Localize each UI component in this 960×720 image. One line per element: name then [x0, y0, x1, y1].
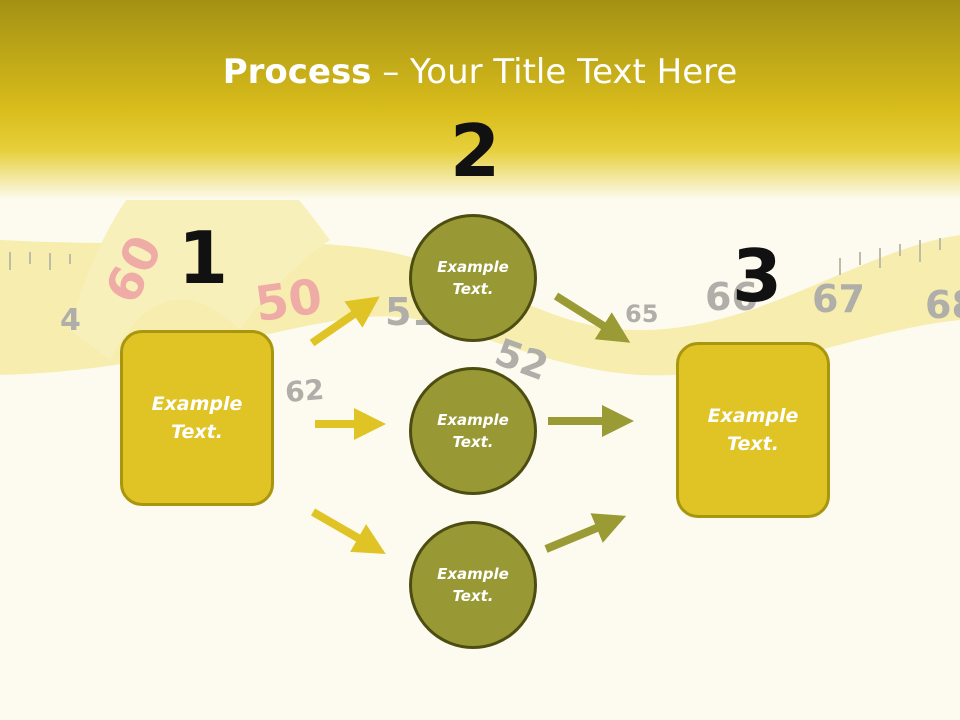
- arrow-right-up: [544, 513, 627, 553]
- right-box-label: Example Text.: [707, 404, 799, 456]
- circle-bottom: Example Text.: [409, 521, 537, 649]
- tape-number-62: 62: [284, 373, 326, 409]
- tape-number-4: 4: [60, 303, 81, 338]
- circle-middle-label: Example Text.: [437, 410, 509, 452]
- tape-number-67: 67: [812, 277, 865, 321]
- circle-bottom-label: Example Text.: [437, 564, 509, 606]
- arrow-right-down: [553, 292, 631, 343]
- circle-top: Example Text.: [409, 214, 537, 342]
- circle-top-label: Example Text.: [437, 257, 509, 299]
- slide-title: Process – Your Title Text Here: [0, 52, 960, 92]
- arrow-left-down: [311, 508, 386, 554]
- circle-middle: Example Text.: [409, 367, 537, 495]
- right-box: Example Text.: [676, 342, 830, 518]
- tape-number-50: 50: [252, 268, 326, 333]
- header-band: [0, 0, 960, 200]
- arrow-left-up: [309, 296, 380, 347]
- title-rest: – Your Title Text Here: [371, 52, 738, 92]
- left-box-label: Example Text.: [151, 392, 243, 444]
- step-number-2: 2: [450, 109, 501, 193]
- tape-number-65: 65: [625, 300, 658, 328]
- title-bold: Process: [222, 52, 372, 92]
- tape-number-66: 66: [705, 275, 758, 319]
- step-number-3: 3: [732, 234, 783, 318]
- left-box: Example Text.: [120, 330, 274, 506]
- step-number-1: 1: [178, 216, 229, 300]
- tape-number-68: 68: [925, 283, 960, 327]
